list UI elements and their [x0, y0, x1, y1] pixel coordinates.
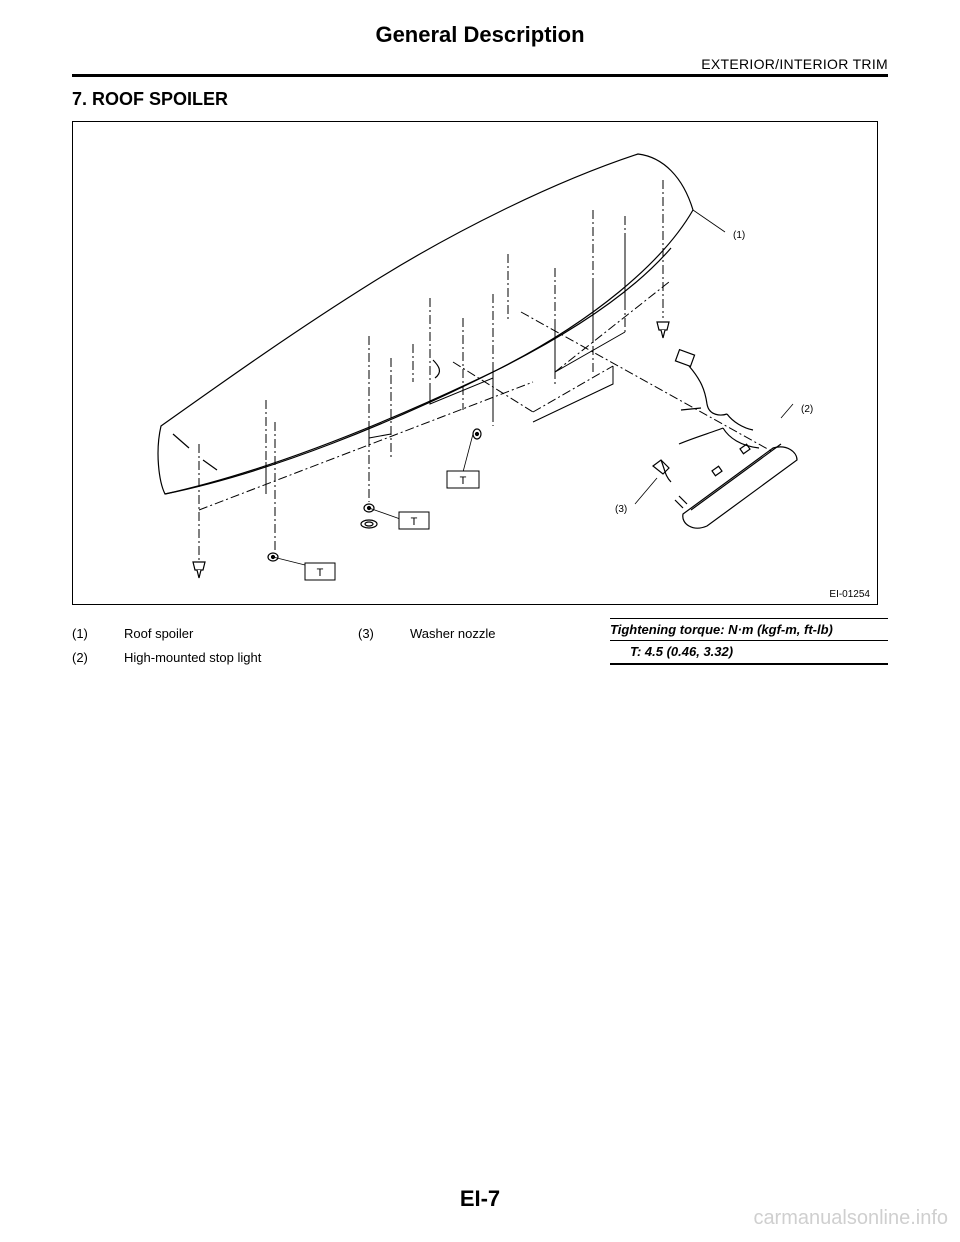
- washer-nozzle: [652, 459, 670, 475]
- watermark: carmanualsonline.info: [753, 1207, 948, 1229]
- torque-spec-value: T: 4.5 (0.46, 3.32): [630, 644, 734, 659]
- figure-frame: T T T (1) (2) (3) EI-01254: [72, 121, 878, 605]
- clip-left: [192, 561, 206, 571]
- legend-label: High-mounted stop light: [124, 650, 262, 665]
- torque-spec-title: Tightening torque: N·m (kgf-m, ft-lb): [610, 622, 833, 637]
- spoiler-outline: [157, 153, 694, 495]
- legend-num: (2): [72, 650, 88, 665]
- legend-item: (2) High-mounted stop light: [72, 650, 261, 665]
- clip-right: [656, 321, 670, 331]
- page-header-title: General Description: [375, 22, 585, 47]
- torque-label-upper: T: [460, 475, 467, 487]
- legend-num: (1): [72, 626, 88, 641]
- legend-item: (3) Washer nozzle: [358, 626, 496, 641]
- legend-num: (3): [358, 626, 374, 641]
- section-heading: 7. ROOF SPOILER: [72, 89, 229, 109]
- callout-1: (1): [733, 230, 746, 241]
- connector: [674, 348, 696, 368]
- figure-id: EI-01254: [829, 589, 870, 600]
- legend-label: Roof spoiler: [124, 626, 194, 641]
- torque-label-middle: T: [411, 516, 418, 528]
- section-title: EXTERIOR/INTERIOR TRIM: [701, 56, 888, 72]
- legend-label: Washer nozzle: [410, 626, 496, 641]
- legend-item: (1) Roof spoiler: [72, 626, 193, 641]
- torque-box-lower: [304, 562, 336, 581]
- page-number: EI-7: [459, 1186, 501, 1211]
- torque-box-middle: [398, 511, 430, 530]
- stop-light: [682, 446, 798, 529]
- roof-spoiler-diagram: T T T: [157, 153, 798, 581]
- callout-2: (2): [801, 404, 814, 415]
- torque-box-upper: [446, 470, 480, 489]
- torque-label-lower: T: [317, 567, 324, 579]
- torque-spec-box: Tightening torque: N·m (kgf-m, ft-lb) T:…: [610, 618, 888, 665]
- torque-rule: [610, 640, 888, 641]
- spoiler-lip: [164, 247, 672, 495]
- callout-3: (3): [615, 504, 628, 515]
- header-rule: [72, 74, 888, 77]
